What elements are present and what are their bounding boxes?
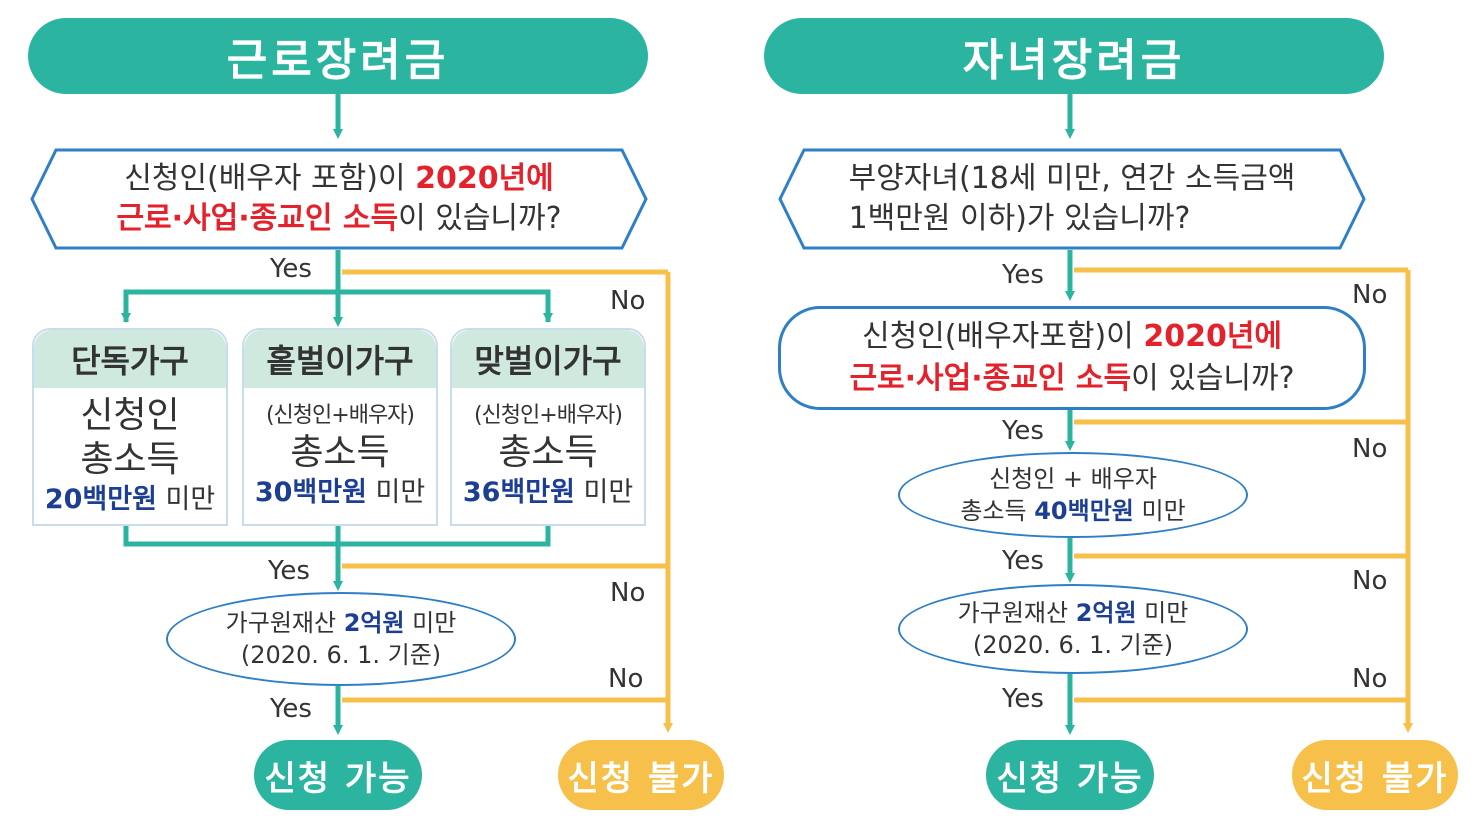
left-asset-date: (2020. 6. 1. 기준) bbox=[240, 641, 442, 669]
left-yes-label-2: Yes bbox=[268, 556, 310, 586]
right-q2-line1-pre: 신청인(배우자포함)이 bbox=[861, 319, 1144, 354]
right-asset-oval: 가구원재산 2억원 미만 (2020. 6. 1. 기준) bbox=[898, 584, 1248, 674]
category-single-earner-line2: 총소득 bbox=[290, 432, 390, 473]
category-single-line2: 총소득 bbox=[80, 439, 180, 480]
left-result-eligible: 신청 가능 bbox=[254, 740, 422, 810]
right-income-oval: 신청인 + 배우자 총소득 40백만원 미만 bbox=[898, 452, 1248, 538]
right-no-label-2: No bbox=[1352, 434, 1388, 464]
category-single-earner: 홑벌이가구 (신청인+배우자) 총소득 30백만원 미만 bbox=[242, 328, 438, 526]
left-asset-oval: 가구원재산 2억원 미만 (2020. 6. 1. 기준) bbox=[166, 592, 516, 686]
right-q1-line1: 부양자녀(18세 미만, 연간 소득금액 bbox=[848, 161, 1296, 196]
left-yes-label-1: Yes bbox=[270, 254, 312, 284]
category-single-earner-suffix: 미만 bbox=[366, 477, 426, 508]
category-dual-earner-sub: (신청인+배우자) bbox=[473, 403, 623, 428]
category-single-head: 단독가구 bbox=[34, 330, 226, 388]
category-single-earner-amount: 30백만원 bbox=[254, 477, 367, 508]
right-q2-line2-post: 이 있습니까? bbox=[1131, 361, 1295, 396]
right-yes-label-4: Yes bbox=[1002, 684, 1044, 714]
category-single-earner-head: 홑벌이가구 bbox=[244, 330, 436, 388]
left-q1-line1-pre: 신청인(배우자 포함)이 bbox=[124, 161, 416, 196]
category-dual-earner: 맞벌이가구 (신청인+배우자) 총소득 36백만원 미만 bbox=[450, 328, 646, 526]
category-dual-earner-line2: 총소득 bbox=[498, 432, 598, 473]
right-q2-line2-red: 근로·사업·종교인 소득 bbox=[849, 361, 1132, 396]
right-yes-label-3: Yes bbox=[1002, 546, 1044, 576]
hexagon-frame bbox=[778, 148, 1366, 250]
category-single-suffix: 미만 bbox=[156, 484, 216, 515]
category-dual-earner-amount: 36백만원 bbox=[462, 477, 575, 508]
left-no-label-1: No bbox=[610, 286, 646, 316]
left-asset-post: 미만 bbox=[404, 609, 457, 637]
left-no-label-3: No bbox=[608, 664, 644, 694]
category-single: 단독가구 신청인 총소득 20백만원 미만 bbox=[32, 328, 228, 526]
left-asset-pre: 가구원재산 bbox=[225, 609, 344, 637]
right-no-label-3: No bbox=[1352, 566, 1388, 596]
right-income-amount: 40백만원 bbox=[1034, 497, 1134, 525]
right-title: 자녀장려금 bbox=[764, 18, 1384, 94]
hexagon-frame bbox=[30, 148, 648, 250]
left-q1-line1-red: 2020년에 bbox=[415, 161, 554, 196]
left-question-income: 신청인(배우자 포함)이 2020년에 근로·사업·종교인 소득이 있습니까? bbox=[30, 148, 648, 250]
right-asset-post: 미만 bbox=[1136, 599, 1189, 627]
category-dual-earner-head: 맞벌이가구 bbox=[452, 330, 644, 388]
right-asset-amount: 2억원 bbox=[1075, 599, 1137, 627]
right-income-post: 미만 bbox=[1133, 497, 1186, 525]
left-result-ineligible: 신청 불가 bbox=[558, 740, 724, 810]
category-single-line1: 신청인 bbox=[80, 395, 180, 436]
left-q1-line2-red: 근로·사업·종교인 소득 bbox=[116, 201, 399, 236]
right-result-eligible: 신청 가능 bbox=[986, 740, 1154, 810]
right-income-pre: 총소득 bbox=[960, 497, 1035, 525]
right-result-ineligible: 신청 불가 bbox=[1292, 740, 1458, 810]
right-asset-pre: 가구원재산 bbox=[957, 599, 1076, 627]
left-q1-line2-post: 이 있습니까? bbox=[398, 201, 562, 236]
category-single-amount: 20백만원 bbox=[44, 484, 157, 515]
left-yes-label-3: Yes bbox=[270, 694, 312, 724]
category-dual-earner-suffix: 미만 bbox=[574, 477, 634, 508]
right-no-label-4: No bbox=[1352, 664, 1388, 694]
left-no-label-2: No bbox=[610, 578, 646, 608]
right-no-label-1: No bbox=[1352, 280, 1388, 310]
category-single-earner-sub: (신청인+배우자) bbox=[265, 403, 415, 428]
right-income-line1: 신청인 + 배우자 bbox=[989, 465, 1157, 493]
right-question-child: 부양자녀(18세 미만, 연간 소득금액 1백만원 이하)가 있습니까? bbox=[778, 148, 1366, 250]
right-q1-line2: 1백만원 이하)가 있습니까? bbox=[848, 201, 1191, 236]
right-yes-label-2: Yes bbox=[1002, 416, 1044, 446]
right-q2-line1-red: 2020년에 bbox=[1143, 319, 1283, 354]
right-yes-label-1: Yes bbox=[1002, 260, 1044, 290]
right-asset-date: (2020. 6. 1. 기준) bbox=[972, 631, 1174, 659]
right-question-income: 신청인(배우자포함)이 2020년에 근로·사업·종교인 소득이 있습니까? bbox=[778, 306, 1366, 410]
left-asset-amount: 2억원 bbox=[343, 609, 405, 637]
left-title: 근로장려금 bbox=[28, 18, 648, 94]
